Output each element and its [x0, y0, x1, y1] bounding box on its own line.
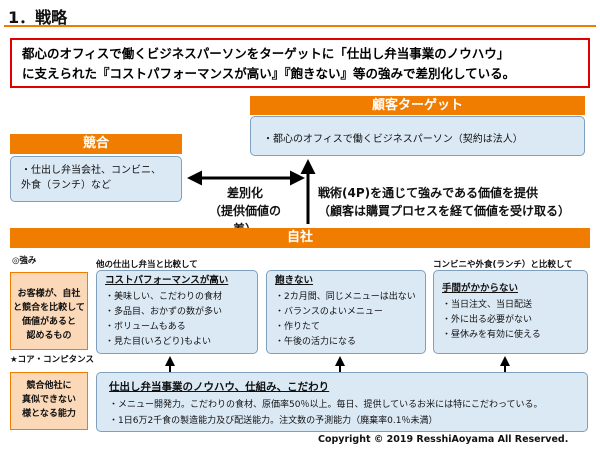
value-delivery-line-2: （顧客は購買プロセスを経て価値を受け取る）	[318, 204, 571, 218]
strength-item: ・ボリュームもある	[105, 322, 186, 332]
core-competence-item: ・1日6万2千食の製造能力及び配送能力。注文数の予測能力（廃棄率0.1％未満）	[109, 416, 438, 426]
self-company-header: 自社	[10, 228, 590, 248]
strengths-label: ◎強み	[12, 256, 37, 266]
strength-item: ・外に出る必要がない	[442, 315, 533, 325]
core-def-line: 真似できない	[21, 395, 76, 405]
thesis-line-2: に支えられた『コストパフォーマンスが高い』『飽きない』等の強みで差別化している。	[22, 66, 516, 81]
strength-item: ・美味しい、こだわりの食材	[105, 292, 223, 302]
strength-item: ・多品目、おかずの数が多い	[105, 307, 223, 317]
strength-def-line: お客様が、自社	[17, 289, 81, 299]
core-def-line: 様となる能力	[22, 409, 76, 419]
strength-item: ・午後の活力になる	[275, 337, 357, 347]
value-delivery-label: 戦術(4P)を通じて強みである価値を提供 （顧客は購買プロセスを経て価値を受け取…	[318, 184, 600, 220]
value-delivery-line-1: 戦術(4P)を通じて強みである価値を提供	[318, 186, 538, 200]
core-competence-title: 仕出し弁当事業のノウハウ、仕組み、こだわり	[109, 381, 330, 393]
strengths-definition-box: お客様が、自社 と競合を比較して 価値があると 認めるもの	[10, 272, 88, 350]
competitor-line-1: ・仕出し弁当会社、コンビニ、	[21, 165, 161, 176]
strength-item: ・バランスのよいメニュー	[275, 307, 383, 317]
copyright-notice: Copyright © 2019 ResshiAoyama All Reserv…	[318, 434, 569, 445]
target-body: ・都心のオフィスで働くビジネスパーソン（契約は法人）	[263, 134, 523, 145]
core-competence-card: 仕出し弁当事業のノウハウ、仕組み、こだわり ・メニュー開発力。こだわりの食材、原…	[96, 372, 588, 432]
strength-card-title: コストパフォーマンスが高い	[105, 275, 229, 286]
core-competence-label: ★コア・コンピタンス	[10, 355, 94, 365]
strength-card-title: 手間がかからない	[442, 283, 519, 294]
differentiation-line-1: 差別化	[226, 186, 263, 200]
core-def-line: 競合他社に	[26, 381, 72, 391]
strength-card-title: 飽きない	[275, 275, 314, 286]
strength-card-convenience: 手間がかからない ・当日注文、当日配送 ・外に出る必要がない ・昼休みを有効に使…	[433, 270, 588, 354]
target-header: 顧客ターゲット	[250, 96, 585, 115]
strength-def-line: 認めるもの	[26, 331, 72, 341]
target-box: ・都心のオフィスで働くビジネスパーソン（契約は法人）	[250, 116, 585, 156]
section-title: 1．戦略	[8, 8, 68, 27]
compare-left-label: 他の仕出し弁当と比較して	[96, 260, 198, 270]
strength-item: ・2カ月間、同じメニューは出ない	[275, 292, 416, 302]
strength-card-variety: 飽きない ・2カ月間、同じメニューは出ない ・バランスのよいメニュー ・作りたて…	[266, 270, 426, 354]
strength-def-line: 価値があると	[21, 317, 76, 327]
competitor-header: 競合	[10, 134, 182, 154]
strength-item: ・昼休みを有効に使える	[442, 330, 541, 340]
strength-item: ・見た目(いろどり)もよい	[105, 337, 212, 347]
compare-right-label: コンビニや外食(ランチ）と比較して	[433, 260, 573, 270]
competitor-box: ・仕出し弁当会社、コンビニ、 外食（ランチ）など	[10, 156, 182, 202]
core-competence-definition-box: 競合他社に 真似できない 様となる能力	[10, 372, 88, 430]
thesis-line-1: 都心のオフィスで働くビジネスパーソンをターゲットに「仕出し弁当事業のノウハウ」	[22, 46, 510, 61]
strength-item: ・当日注文、当日配送	[442, 300, 533, 310]
strength-def-line: と競合を比較して	[13, 303, 85, 313]
strength-card-cost-performance: コストパフォーマンスが高い ・美味しい、こだわりの食材 ・多品目、おかずの数が多…	[96, 270, 258, 354]
core-competence-item: ・メニュー開発力。こだわりの食材、原価率50％以上。毎日、提供しているお米には特…	[109, 400, 543, 410]
competitor-line-2: 外食（ランチ）など	[21, 180, 111, 191]
heading-rule	[4, 25, 596, 27]
strategy-thesis-box: 都心のオフィスで働くビジネスパーソンをターゲットに「仕出し弁当事業のノウハウ」 …	[10, 38, 590, 88]
strength-item: ・作りたて	[275, 322, 321, 332]
